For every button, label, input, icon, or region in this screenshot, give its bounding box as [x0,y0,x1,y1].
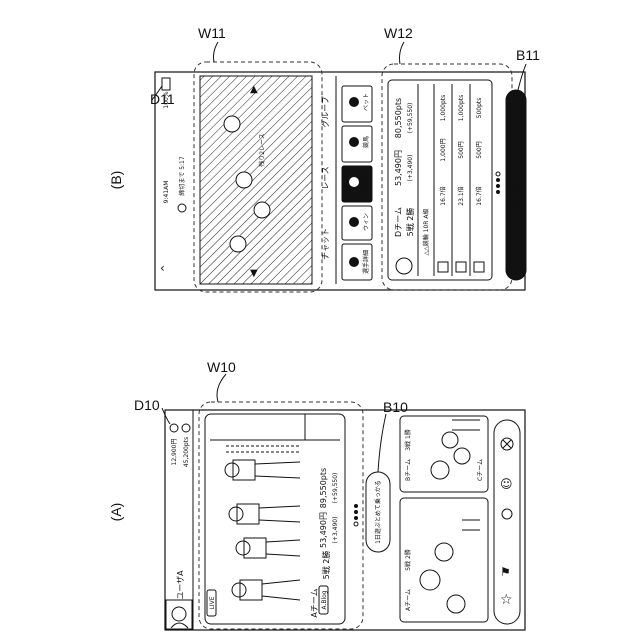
coin-balance: 12,900円 [171,439,178,466]
points-balance: 45,200pts [183,437,190,467]
svg-text:ウィン: ウィン [362,213,370,231]
svg-text:(+3,490): (+3,490) [407,155,414,182]
bet-row-checkbox[interactable] [456,262,466,272]
svg-text:LIVE: LIVE [209,596,216,609]
bet-row-odds: 16.7倍 [439,186,447,205]
people-icon[interactable]: ☺ [500,477,513,491]
svg-text:Bチーム: Bチーム [405,459,412,481]
ref-w12: W12 [384,25,413,41]
user-label: ユーザA [176,570,185,600]
svg-text:Cチーム: Cチーム [477,459,484,481]
svg-text:Aチーム: Aチーム [405,589,412,611]
bet-row-odds: 16.7倍 [475,186,483,205]
thumbnail-team-2[interactable] [400,498,488,622]
bet-row-points: 500pts [476,98,483,119]
thumbnail-team-1[interactable] [400,416,488,492]
live-video[interactable] [200,76,312,284]
svg-text:(+59,550): (+59,550) [407,103,414,134]
figure-label-a: (A) [108,503,124,522]
svg-text:3戦 1勝: 3戦 1勝 [404,429,412,451]
tab-chat[interactable]: チャット [321,228,330,260]
team-points: 89,550pts [319,468,328,508]
bet-row-points: 1,000pts [440,95,447,121]
countdown: 締切まで 5:17 [178,156,186,196]
tab-race[interactable]: レース [321,166,330,190]
next-arrow-icon[interactable]: ▲ [250,84,258,95]
tab-group[interactable]: グループ [320,96,330,128]
team-record: 5戦 2勝 [321,551,331,580]
video-caption: 残り2レース [258,133,266,167]
team-name: Aチーム [310,588,319,617]
svg-text:競馬: 競馬 [362,136,370,148]
svg-text:乗っかり: 乗っかり [363,170,370,194]
avatar[interactable] [166,600,192,629]
team-money-b: 53,490円 [394,150,403,186]
status-time: 9:41AM [163,181,170,204]
flag-icon[interactable]: ⚑ [500,565,511,579]
bet-row-amount: 500円 [476,141,483,158]
bet-row-checkbox[interactable] [438,262,448,272]
ref-w11: W11 [198,25,226,41]
ref-d11: D11 [150,91,175,107]
svg-text:(+3,490): (+3,490) [332,517,339,544]
ref-b11: B11 [516,47,540,63]
team-record-b: 5戦 2勝 [405,208,415,237]
team-points-b: 80,550pts [394,98,403,138]
svg-text:(+59,550): (+59,550) [332,473,339,504]
team-name-b: Dチーム [394,207,403,237]
bet-row-points: 1,000pts [458,95,465,121]
team-money: 53,490円 [319,512,328,548]
bet-row-checkbox[interactable] [474,262,484,272]
bet-row-amount: 500円 [458,141,465,158]
ref-d10: D10 [134,397,160,413]
bet-row-amount: 1,000円 [440,138,447,161]
svg-text:1日遊ぶとめて乗っかる: 1日遊ぶとめて乗っかる [374,480,382,544]
prev-arrow-icon[interactable]: ▼ [250,268,258,279]
screen-b: 9:41AM 100% ‹ 締切まで 5:17 D11 ▲ ▼ 残り2レース W… [150,25,540,292]
screen-a: ユーザA 12,900円 45,200pts D10 LIVE [134,359,525,630]
race-info: △△競輪 10R A級 [422,209,430,256]
back-arrow-icon[interactable]: ‹ [160,261,165,275]
svg-text:5戦 2勝: 5戦 2勝 [404,549,412,571]
star-icon[interactable]: ☆ [500,592,513,608]
ref-b10: B10 [383,399,408,415]
svg-text:乗っかりベット: 乗っかりベット [513,164,520,206]
svg-text:ベット: ベット [363,93,370,111]
bet-row-odds: 23.1倍 [457,186,465,205]
svg-text:選手詳細: 選手詳細 [362,250,370,274]
figure-label-b: (B) [108,171,124,190]
svg-text:A.Blog: A.Blog [321,590,328,609]
ref-w10: W10 [207,359,236,375]
